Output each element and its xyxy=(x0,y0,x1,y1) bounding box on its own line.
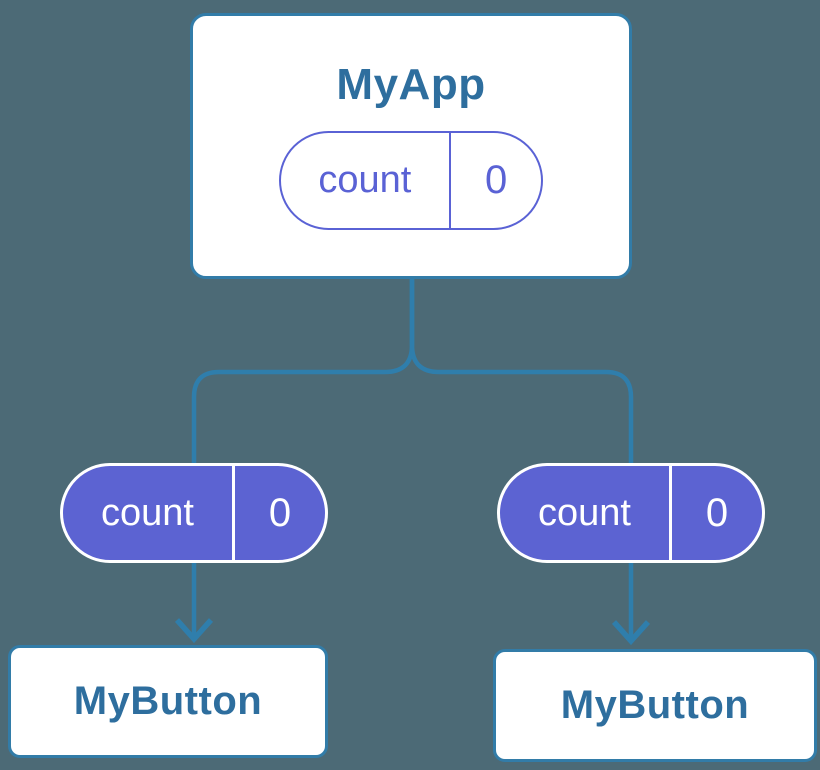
fork-connector-left-branch xyxy=(191,276,415,639)
child-state-pill-right: count 0 xyxy=(497,463,765,563)
root-state-pill: count 0 xyxy=(279,131,543,230)
root-component-card: MyApp count 0 xyxy=(190,13,632,279)
pill-divider xyxy=(668,466,672,560)
arrow-down-icon xyxy=(174,618,214,644)
state-label: count xyxy=(318,159,412,201)
state-value: 0 xyxy=(268,490,292,535)
child-component-title: MyButton xyxy=(73,679,263,723)
state-label: count xyxy=(101,491,194,534)
arrow-down-icon xyxy=(611,620,651,646)
pill-divider xyxy=(231,466,235,560)
root-component-title: MyApp xyxy=(336,60,486,109)
child-component-card-right: MyButton xyxy=(493,649,817,762)
state-value: 0 xyxy=(484,158,508,202)
fork-connector-right-branch xyxy=(409,276,634,641)
child-state-pill-left: count 0 xyxy=(60,463,328,563)
child-component-title: MyButton xyxy=(560,683,750,727)
pill-divider xyxy=(448,133,452,228)
child-component-card-left: MyButton xyxy=(8,645,328,758)
state-label: count xyxy=(538,491,631,534)
state-value: 0 xyxy=(705,490,729,535)
